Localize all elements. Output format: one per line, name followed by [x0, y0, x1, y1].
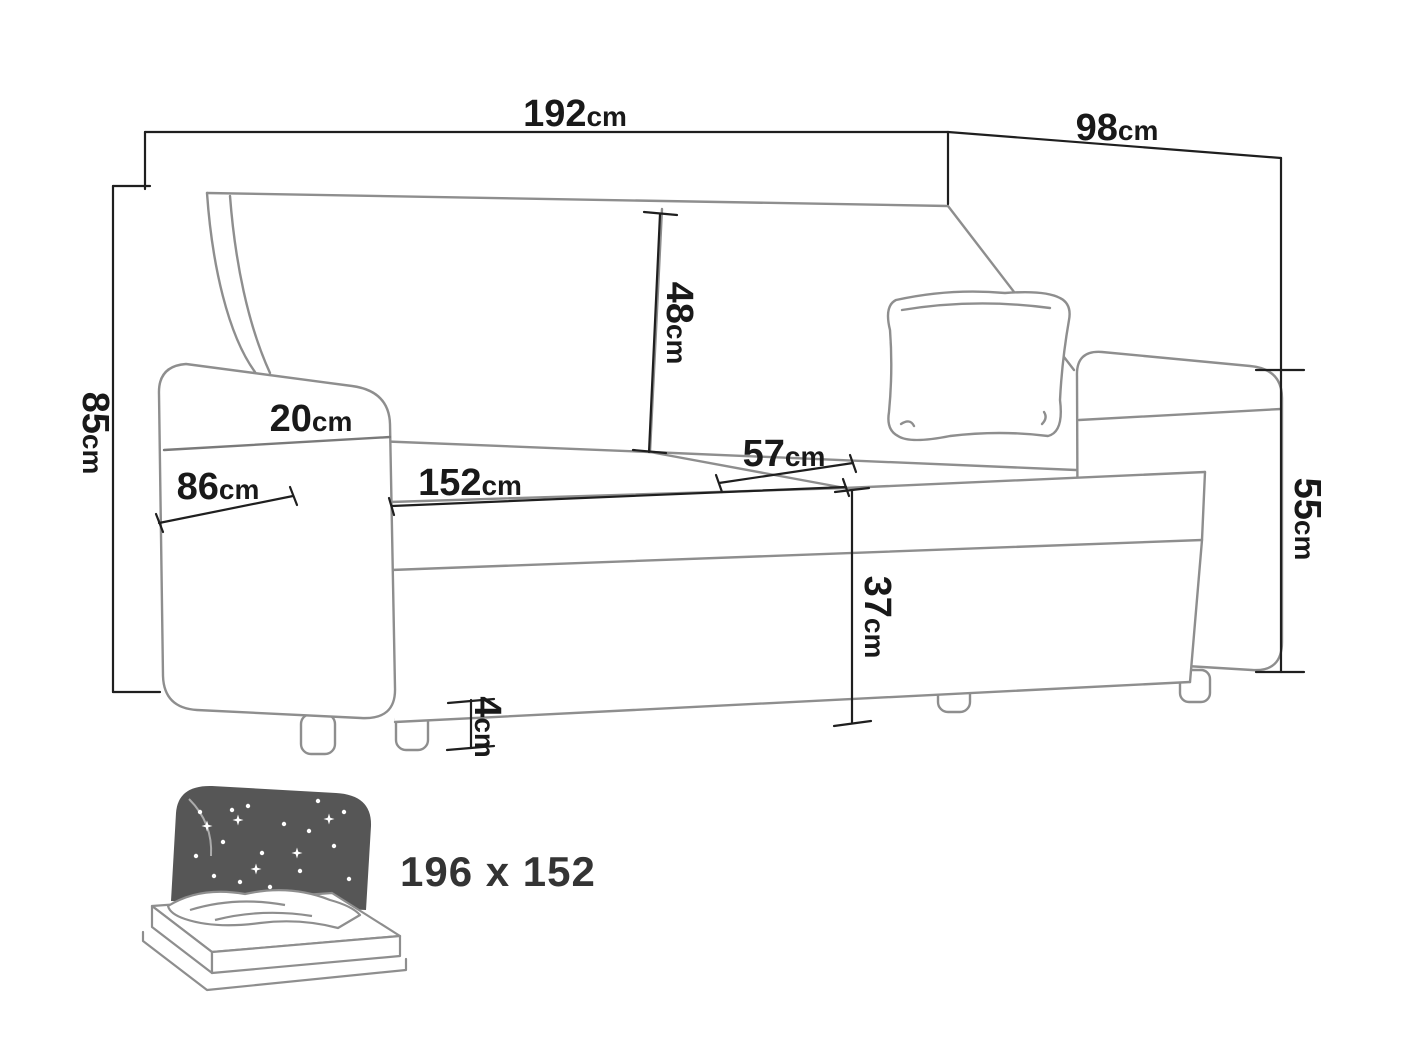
dimension-value: 86: [176, 466, 219, 508]
dimension-unit: cm: [661, 323, 692, 365]
blanket-stars: [193, 798, 352, 890]
dimension-value: 48: [658, 281, 700, 324]
star-icon: [291, 847, 303, 859]
dimension-value: 57: [742, 433, 785, 475]
star-icon: [250, 863, 262, 875]
sleeping-area-size-label: 196 x 152: [400, 848, 596, 895]
dim-line-armrest-depth: [154, 485, 299, 534]
dimension-unit: cm: [859, 617, 890, 659]
dimension-value: 20: [269, 398, 312, 440]
dimension-unit: cm: [311, 406, 353, 437]
dimension-value: 192: [523, 93, 587, 135]
dimension-value: 152: [418, 462, 482, 504]
dim-line-overall-width: [143, 130, 950, 206]
leg-front-left: [299, 712, 337, 756]
dimension-unit: cm: [481, 470, 522, 501]
dim-line-backrest-height: [631, 210, 679, 455]
dimension-label-seat-height: 37cm: [856, 575, 898, 659]
dim-line-seat-height: [832, 486, 873, 728]
dim-line-overall-height: [111, 184, 162, 694]
dimension-label-seat-width: 152cm: [418, 464, 522, 502]
dimension-value: 85: [74, 391, 116, 434]
dimension-label-armrest-depth: 86cm: [177, 468, 260, 506]
dimension-unit: cm: [586, 101, 627, 132]
star-icon: [201, 820, 213, 832]
left-armrest: [157, 362, 397, 720]
dimension-label-overall-depth: 98cm: [1076, 109, 1159, 147]
dimension-value: 98: [1075, 107, 1118, 149]
dimension-label-overall-height: 85cm: [74, 391, 116, 475]
dimension-unit: cm: [77, 433, 108, 475]
dimension-value: 55: [1286, 477, 1328, 520]
mattress: [141, 889, 408, 992]
dimension-label-armrest-height: 55cm: [1286, 477, 1328, 561]
seat-base: [388, 450, 1207, 724]
dimension-label-backrest-height: 48cm: [658, 281, 700, 365]
dimension-unit: cm: [1289, 519, 1320, 561]
dim-line-leg-height: [445, 697, 496, 752]
dimension-label-overall-width: 192cm: [523, 95, 627, 133]
dimension-unit: cm: [784, 441, 826, 472]
dimension-lines: [111, 130, 1306, 752]
dimension-label-armrest-width: 20cm: [270, 400, 353, 438]
dimension-label-seat-depth: 57cm: [743, 435, 826, 473]
dimension-value: 37: [856, 575, 898, 618]
dimension-unit: cm: [1117, 115, 1159, 146]
dimension-unit: cm: [218, 474, 260, 505]
star-icon: [323, 813, 335, 825]
dimension-label-leg-height: 4cm: [466, 696, 508, 758]
dim-line-overall-depth: [946, 130, 1283, 160]
dim-line-armrest-height: [1254, 156, 1306, 674]
dim-line-seat-width: [387, 477, 851, 517]
sleeping-area-icon: [141, 785, 408, 992]
dimension-value: 4: [466, 696, 508, 718]
dim-line-seat-depth: [714, 453, 858, 494]
dimension-unit: cm: [469, 717, 500, 758]
sofa-outline: [157, 191, 1284, 756]
pillow: [886, 290, 1071, 442]
star-icon: [232, 814, 244, 826]
